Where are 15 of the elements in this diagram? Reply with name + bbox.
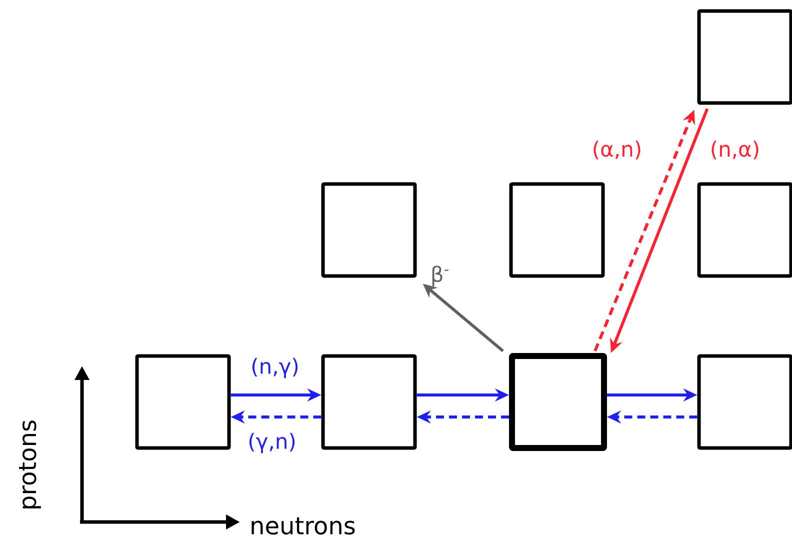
- edge-label: (γ,n): [249, 432, 295, 454]
- nuclide-box: [509, 353, 607, 451]
- edge-label: (α,n): [594, 140, 640, 160]
- axis-label: protons: [19, 420, 41, 508]
- nuclide-box: [135, 354, 231, 450]
- edge-label: (n,γ): [252, 358, 298, 378]
- nuclide-box: [321, 182, 417, 278]
- nuclide-box: [509, 182, 605, 278]
- edge-label: β$^{-}$: [432, 266, 448, 286]
- nuclide-box: [697, 354, 792, 450]
- nuclide-box: [697, 182, 792, 278]
- axis-label: neutrons: [252, 517, 355, 535]
- nuclide-box: [697, 9, 792, 105]
- edge-label: (n,α): [712, 140, 758, 160]
- nuclide-box: [321, 354, 417, 450]
